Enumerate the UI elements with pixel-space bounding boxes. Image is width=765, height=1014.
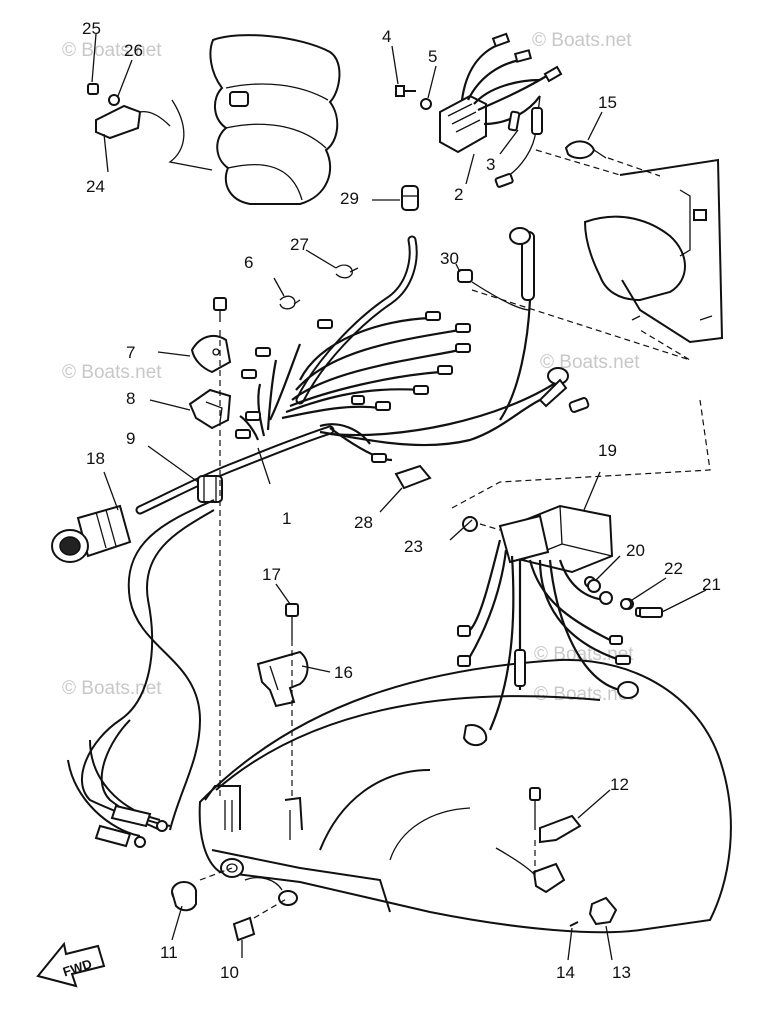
callout-29: 29 (340, 189, 359, 208)
terminal-cap (394, 464, 432, 490)
callout-5: 5 (428, 47, 437, 66)
switch-bracket (495, 787, 582, 894)
wire-clip (279, 295, 301, 310)
main-wire-harness (135, 227, 590, 515)
callout-18: 18 (86, 449, 105, 468)
assembly-lines (199, 149, 711, 919)
callout-17: 17 (262, 565, 281, 584)
bottom-cowling (198, 658, 732, 934)
bolt (395, 85, 416, 97)
cable-connector (457, 269, 531, 311)
callout-27: 27 (290, 235, 309, 254)
watermark: © Boats.net (62, 40, 162, 61)
callout-22: 22 (664, 559, 683, 578)
callout-21: 21 (702, 575, 721, 594)
callout-25: 25 (82, 19, 101, 38)
bracket-bolt (285, 603, 299, 640)
callout-13: 13 (612, 963, 631, 982)
callout-6: 6 (244, 253, 253, 272)
forward-direction-arrow: FWD (36, 941, 106, 988)
connector-sensor (401, 185, 419, 211)
small-bracket (87, 83, 171, 140)
harness-terminals (235, 311, 471, 463)
wire-clamp (564, 140, 607, 160)
cable-holder (188, 388, 232, 430)
main-harness-plug (51, 504, 132, 563)
watermark: © Boats.net (62, 678, 162, 699)
watermark: © Boats.net (532, 30, 632, 51)
cable-bracket (256, 650, 309, 708)
callout-1: 1 (282, 509, 291, 528)
callout-11: 11 (160, 943, 178, 962)
wire-clip (335, 264, 359, 279)
callout-19: 19 (598, 441, 617, 460)
callout-20: 20 (626, 541, 645, 560)
callout-23: 23 (404, 537, 423, 556)
watermark: © Boats.net (62, 362, 162, 383)
watermark: © Boats.net (540, 352, 640, 373)
callout-28: 28 (354, 513, 373, 532)
callout-4: 4 (382, 27, 391, 46)
washer (420, 98, 432, 110)
electrical-bracket-panel (583, 158, 724, 344)
callout-15: 15 (598, 93, 617, 112)
nut (587, 579, 601, 593)
grommet-large (171, 881, 197, 912)
harness-bracket (190, 297, 232, 374)
callout-2: 2 (454, 185, 463, 204)
callout-7: 7 (126, 343, 135, 362)
callout-26: 26 (124, 41, 143, 60)
callout-leader-lines (91, 33, 707, 961)
washer (620, 598, 632, 610)
grommet-small (232, 916, 256, 942)
callout-3: 3 (486, 155, 495, 174)
callout-14: 14 (556, 963, 575, 982)
harness-grommet (197, 475, 223, 503)
neutral-switch (588, 896, 618, 926)
cdi-ignition-unit (457, 504, 657, 746)
battery-cable (67, 499, 215, 848)
callout-16: 16 (334, 663, 353, 682)
callout-12: 12 (610, 775, 629, 794)
rectifier-regulator (439, 32, 563, 188)
watermark: © Boats.net (534, 684, 634, 705)
callout-numbers: 1 2 3 4 5 6 7 8 9 10 11 12 13 14 15 16 1… (82, 19, 721, 982)
callout-9: 9 (126, 429, 135, 448)
switch-screw (569, 921, 579, 927)
callout-30: 30 (440, 249, 459, 268)
mount-bolt (639, 607, 663, 618)
engine-block-outline (168, 34, 341, 205)
callout-24: 24 (86, 177, 105, 196)
callout-10: 10 (220, 963, 239, 982)
callout-8: 8 (126, 389, 135, 408)
